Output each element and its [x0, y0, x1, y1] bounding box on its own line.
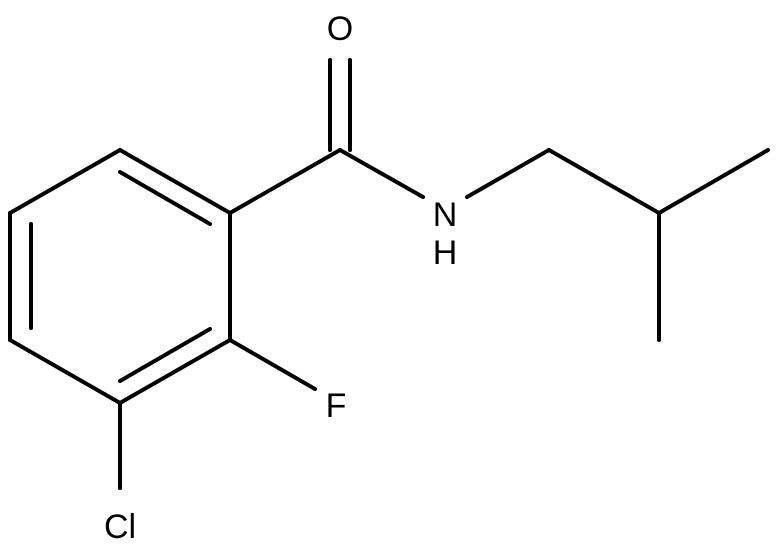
- bond-ring-carbonyl: [228, 148, 342, 215]
- ring-bond-c5-c6: [118, 338, 232, 405]
- chlorine-label: Cl: [104, 508, 136, 546]
- nitrogen-label: N: [433, 196, 458, 234]
- bond-carbonyl-nitrogen: [338, 148, 425, 199]
- bond-ch-methyl-upper: [657, 148, 770, 215]
- bond-ch2-ch: [547, 148, 661, 215]
- bond-ring-fluorine: [228, 338, 317, 391]
- ring-bond-c1-c2: [118, 148, 232, 215]
- amide-group: [228, 58, 425, 215]
- benzene-ring: [8, 148, 232, 405]
- bond-nitrogen-ch2: [465, 148, 551, 199]
- fluorine-label: F: [326, 387, 347, 425]
- isobutyl-chain: [465, 148, 770, 342]
- ring-bond-c4-c5: [8, 338, 122, 405]
- ring-bond-c5-c6-inner: [118, 327, 212, 383]
- ring-bond-c2-c3: [8, 148, 122, 215]
- oxygen-label: O: [327, 10, 353, 48]
- ring-bond-c1-c2-inner: [118, 170, 212, 226]
- hydrogen-label: H: [433, 234, 458, 272]
